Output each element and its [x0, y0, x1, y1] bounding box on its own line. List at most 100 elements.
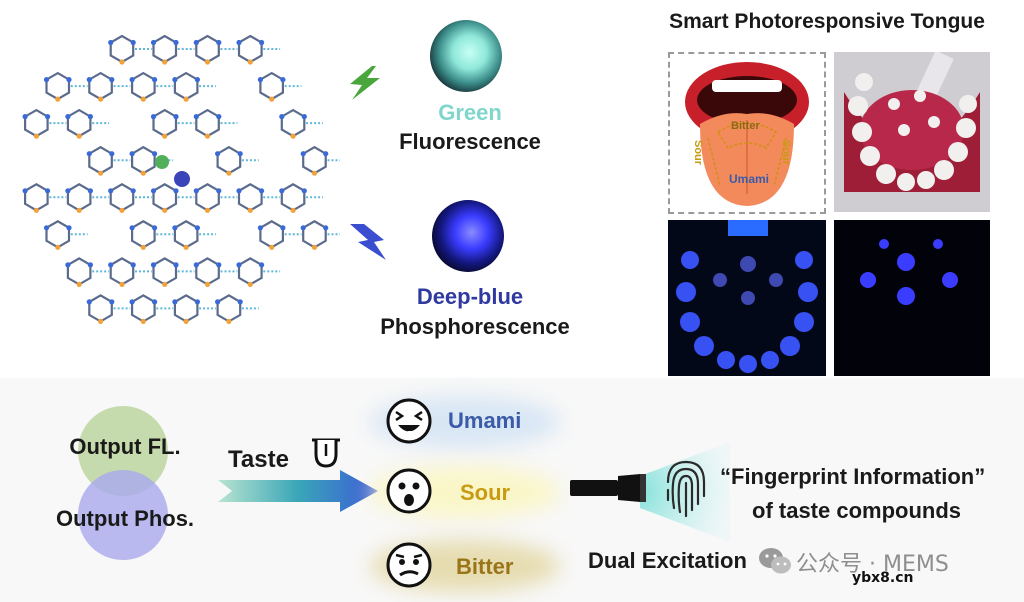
lattice-atom [194, 299, 200, 305]
lattice-atom [98, 170, 104, 176]
lattice-atom [173, 39, 179, 46]
dual-excitation-label: Dual Excitation [588, 548, 747, 573]
lattice-atom [22, 114, 28, 120]
lattice-atom [215, 299, 221, 305]
lattice-ring [216, 145, 242, 175]
lightning-bolt-icon [350, 224, 386, 260]
lattice-atom [129, 151, 135, 157]
lattice-atom [257, 77, 263, 83]
lattice-atom [150, 262, 157, 268]
lattice-ring [45, 220, 71, 249]
tongue-label-bitter: Bitter [731, 120, 760, 132]
lattice-atom [280, 225, 286, 231]
lattice-atom [152, 151, 158, 157]
lattice-atom [150, 114, 157, 120]
lattice-atom [140, 244, 146, 250]
lattice-atom [162, 59, 168, 65]
uv-phosphorescence-photo [834, 220, 990, 376]
lattice-atom [193, 114, 199, 120]
lattice-atom [183, 96, 189, 102]
lattice-atom [65, 188, 71, 194]
lattice-ring [195, 183, 220, 212]
lattice-atom [216, 188, 222, 194]
lattice-ring [237, 183, 263, 212]
lattice-atom [204, 207, 211, 213]
lattice-atom [45, 114, 51, 120]
lattice-atom [183, 244, 189, 250]
confused-face-icon [386, 542, 432, 588]
lattice-ring [88, 294, 113, 323]
lattice-atom [66, 225, 72, 231]
lattice-ring [173, 71, 199, 101]
lattice-atom [216, 114, 222, 120]
lattice-ring [130, 71, 156, 101]
lattice-atom [129, 77, 135, 83]
lattice-ring [152, 257, 178, 286]
lattice-ring [216, 294, 242, 323]
lattice-ring [237, 257, 263, 286]
lattice-atom [152, 77, 158, 83]
lattice-ring [152, 108, 178, 138]
lattice-atom [86, 77, 92, 83]
lattice-ring [88, 71, 113, 101]
lattice-atom [87, 262, 93, 268]
lattice-ring [130, 294, 156, 323]
lattice-atom [257, 225, 263, 231]
lattice-ring [66, 257, 92, 286]
laughing-face-icon [386, 398, 432, 444]
lattice-atom [204, 133, 211, 139]
tongue-label-umami: Umami [729, 172, 770, 186]
lattice-atom [162, 133, 168, 139]
lattice-atom [204, 281, 211, 287]
lattice-ring [88, 145, 113, 175]
lattice-atom [65, 262, 71, 268]
lattice-atom [76, 207, 82, 213]
lattice-atom [33, 133, 39, 139]
wechat-icon [759, 548, 791, 574]
lattice-ring [66, 183, 92, 212]
lattice-atom [129, 225, 135, 231]
lattice-atom [280, 77, 286, 83]
lattice-ring [280, 183, 306, 212]
lattice-atom [236, 262, 242, 268]
lattice-atom [86, 151, 92, 157]
lattice-atom [66, 77, 72, 83]
blue-powder-photo [432, 200, 504, 272]
lattice-atom [311, 244, 318, 250]
lattice-atom [311, 170, 318, 176]
flashlight-icon [570, 474, 646, 502]
lattice-ring [24, 183, 49, 212]
lattice-atom [87, 114, 93, 120]
lattice-atom [140, 170, 146, 176]
lattice-atom [150, 39, 157, 46]
lattice-ring [302, 145, 327, 175]
lattice-atom [43, 77, 50, 83]
lattice-atom [215, 151, 221, 157]
lattice-ring [195, 34, 220, 64]
fingerprint-icon [666, 460, 706, 518]
lattice-atom [98, 96, 104, 102]
lattice-atom [130, 262, 136, 268]
lattice-atom [216, 39, 222, 46]
lattice-atom [130, 188, 136, 194]
lattice-atom [247, 59, 253, 65]
taste-sour-label: Sour [460, 480, 511, 505]
lattice-ring [66, 108, 92, 138]
deep-blue-label: Deep-blue [416, 284, 524, 309]
lattice-atom [172, 77, 178, 83]
lattice-atom [76, 281, 82, 287]
lattice-atom [22, 188, 28, 194]
phosphorescence-label: Phosphorescence [380, 314, 570, 339]
lattice-ring [152, 183, 178, 212]
lattice-atom [108, 262, 114, 268]
lattice-atom [193, 262, 199, 268]
lattice-atom [152, 299, 158, 305]
taste-label: Taste [228, 446, 289, 473]
tongue-icon [312, 438, 340, 468]
phosphorescence-output-circle [78, 470, 168, 560]
lattice-atom [109, 77, 115, 83]
lattice-ring [173, 220, 199, 249]
lattice-atom [140, 96, 146, 102]
lattice-atom [259, 188, 265, 194]
lattice-atom [172, 225, 178, 231]
